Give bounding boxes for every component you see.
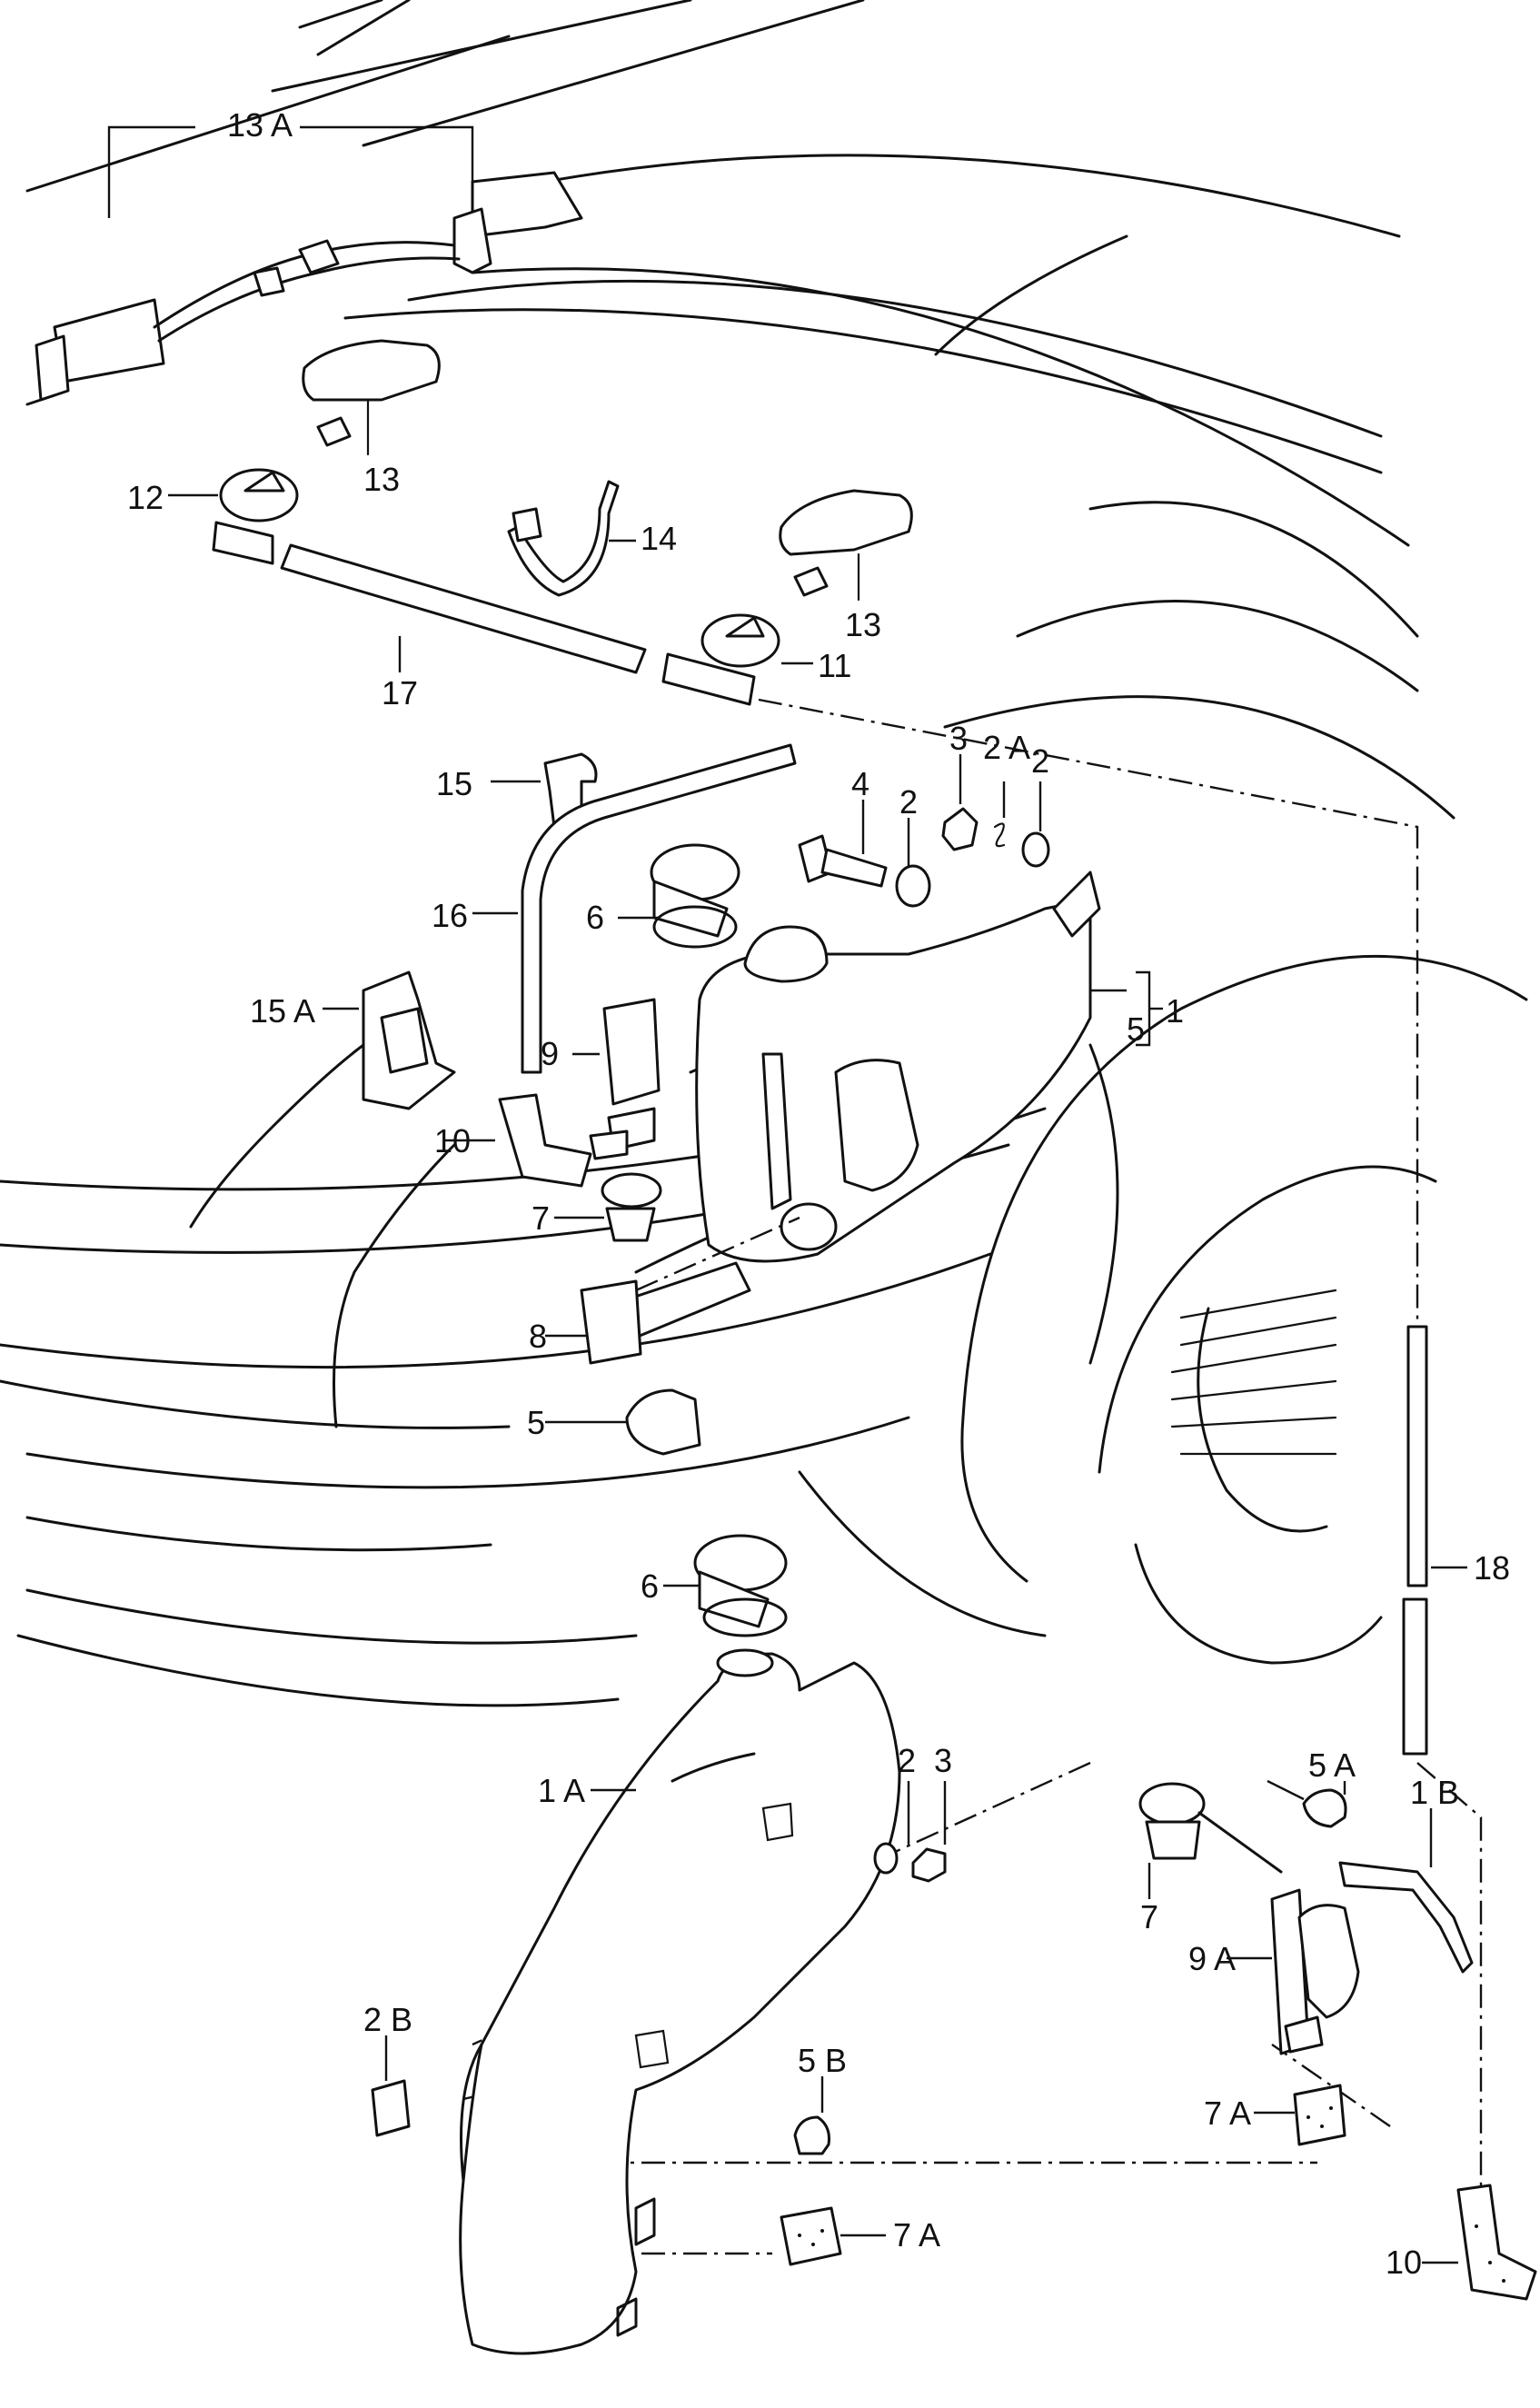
label-5b: 5 B bbox=[798, 2042, 847, 2079]
washer-2-lower bbox=[873, 1781, 910, 1875]
elbow-hose-10-upper bbox=[445, 1093, 592, 1188]
washer-nozzle-harness-13a bbox=[25, 125, 583, 406]
label-2-upper: 2 bbox=[899, 783, 918, 821]
bolt-4 bbox=[798, 800, 888, 888]
washer-pump-9 bbox=[572, 998, 661, 1160]
label-8: 8 bbox=[529, 1318, 547, 1355]
washer-nozzle-13-left bbox=[302, 339, 441, 456]
wire-clip-14 bbox=[507, 480, 636, 597]
clip-2a bbox=[993, 781, 1006, 848]
plug-5 bbox=[545, 1388, 701, 1456]
nut-3-upper bbox=[941, 754, 979, 851]
cap-5a bbox=[1267, 1779, 1347, 1828]
label-2a: 2 A bbox=[983, 729, 1030, 766]
label-4: 4 bbox=[851, 765, 869, 802]
reservoir-cap-6-upper bbox=[618, 843, 740, 949]
label-7a-right: 7 A bbox=[1204, 2095, 1251, 2132]
washer-2-right bbox=[1021, 781, 1050, 868]
grommet-7-upper bbox=[554, 1172, 662, 1242]
clip-15a bbox=[323, 970, 456, 1110]
label-9: 9 bbox=[541, 1035, 559, 1072]
label-7a-lower: 7 A bbox=[893, 2216, 940, 2254]
label-14: 14 bbox=[641, 520, 677, 557]
label-13-left: 13 bbox=[363, 461, 400, 498]
grommet-2b bbox=[371, 2035, 411, 2137]
label-3-lower: 3 bbox=[934, 1742, 952, 1779]
hose-18 bbox=[1402, 1325, 1467, 1756]
label-15a: 15 A bbox=[250, 992, 315, 1030]
label-5a: 5 A bbox=[1308, 1746, 1356, 1784]
label-2-right: 2 bbox=[1031, 742, 1049, 780]
label-3-upper: 3 bbox=[949, 720, 968, 757]
label-6-upper: 6 bbox=[586, 899, 604, 936]
label-2b: 2 B bbox=[363, 2001, 412, 2038]
label-5-left: 5 bbox=[527, 1404, 545, 1441]
bracket-1b bbox=[1338, 1808, 1474, 1974]
hose-16 bbox=[472, 743, 797, 1074]
part-labels: 13 A 13 13 12 14 17 11 15 16 15 A 6 9 10… bbox=[127, 106, 1510, 2281]
label-2-lower: 2 bbox=[898, 1742, 916, 1779]
hose-17 bbox=[280, 543, 647, 674]
label-7-upper: 7 bbox=[532, 1199, 550, 1237]
grommet-11 bbox=[661, 613, 813, 706]
label-12: 12 bbox=[127, 479, 164, 516]
nut-3-lower bbox=[911, 1781, 947, 1883]
label-17: 17 bbox=[382, 674, 418, 711]
label-10-upper: 10 bbox=[434, 1122, 471, 1159]
label-9a: 9 A bbox=[1188, 1940, 1236, 1977]
level-sensor-8 bbox=[545, 1261, 751, 1365]
washer-2-upper bbox=[895, 818, 931, 908]
label-15: 15 bbox=[436, 765, 472, 802]
label-6-lower: 6 bbox=[641, 1567, 659, 1605]
grommet-7-lower bbox=[1138, 1782, 1283, 1899]
label-16: 16 bbox=[432, 897, 468, 934]
label-11: 11 bbox=[818, 647, 851, 684]
label-1b: 1 B bbox=[1410, 1774, 1459, 1811]
cap-5b bbox=[793, 2076, 830, 2155]
washer-pump-9a bbox=[1227, 1888, 1360, 2055]
grommet-7a-right bbox=[1254, 2084, 1346, 2146]
label-13a: 13 A bbox=[227, 106, 293, 144]
label-18: 18 bbox=[1474, 1549, 1510, 1587]
label-7-lower: 7 bbox=[1140, 1898, 1158, 1935]
reservoir-cap-6-lower bbox=[663, 1534, 788, 1637]
washer-reservoir-upper bbox=[635, 871, 1163, 1292]
label-10-lower: 10 bbox=[1386, 2244, 1422, 2281]
label-1a: 1 A bbox=[538, 1772, 585, 1809]
car-body-outline bbox=[0, 0, 1528, 1707]
elbow-hose-10-lower bbox=[1422, 2184, 1537, 2301]
label-5-right: 5 bbox=[1127, 1010, 1145, 1048]
washer-nozzle-13-right bbox=[779, 489, 913, 602]
washer-reservoir-lower-1a bbox=[459, 1648, 901, 2355]
grommet-12 bbox=[168, 468, 299, 565]
label-13-right: 13 bbox=[845, 606, 881, 643]
grommet-7a-lower bbox=[780, 2206, 886, 2266]
label-1: 1 bbox=[1166, 992, 1184, 1030]
